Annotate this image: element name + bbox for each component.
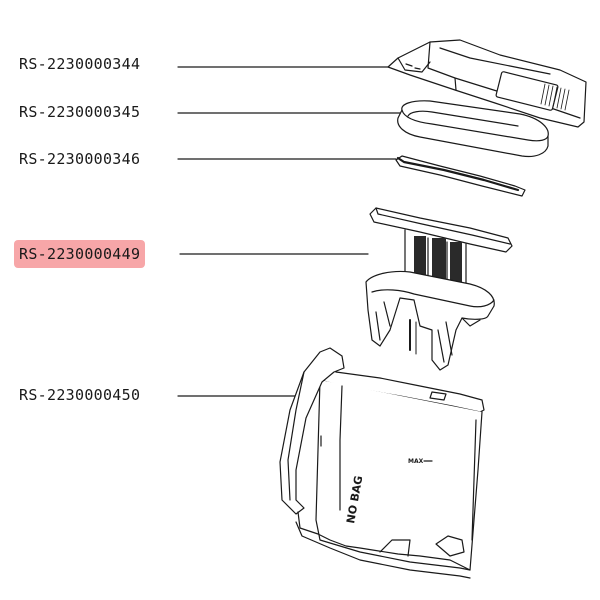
gasket-part	[395, 155, 526, 197]
part-label-ring[interactable]: RS-2230000345	[19, 103, 141, 121]
container-part: MAX NO BAG	[279, 347, 485, 579]
ring-part	[397, 100, 549, 158]
leader-lines	[177, 66, 401, 397]
part-label-filter[interactable]: RS-2230000449	[14, 240, 146, 268]
filter-part	[365, 207, 513, 371]
part-label-lid[interactable]: RS-2230000344	[19, 55, 141, 73]
container-max-mark: MAX	[408, 458, 424, 465]
part-label-container[interactable]: RS-2230000450	[19, 386, 141, 404]
part-label-gasket[interactable]: RS-2230000346	[19, 150, 141, 168]
lid-part	[387, 39, 587, 128]
